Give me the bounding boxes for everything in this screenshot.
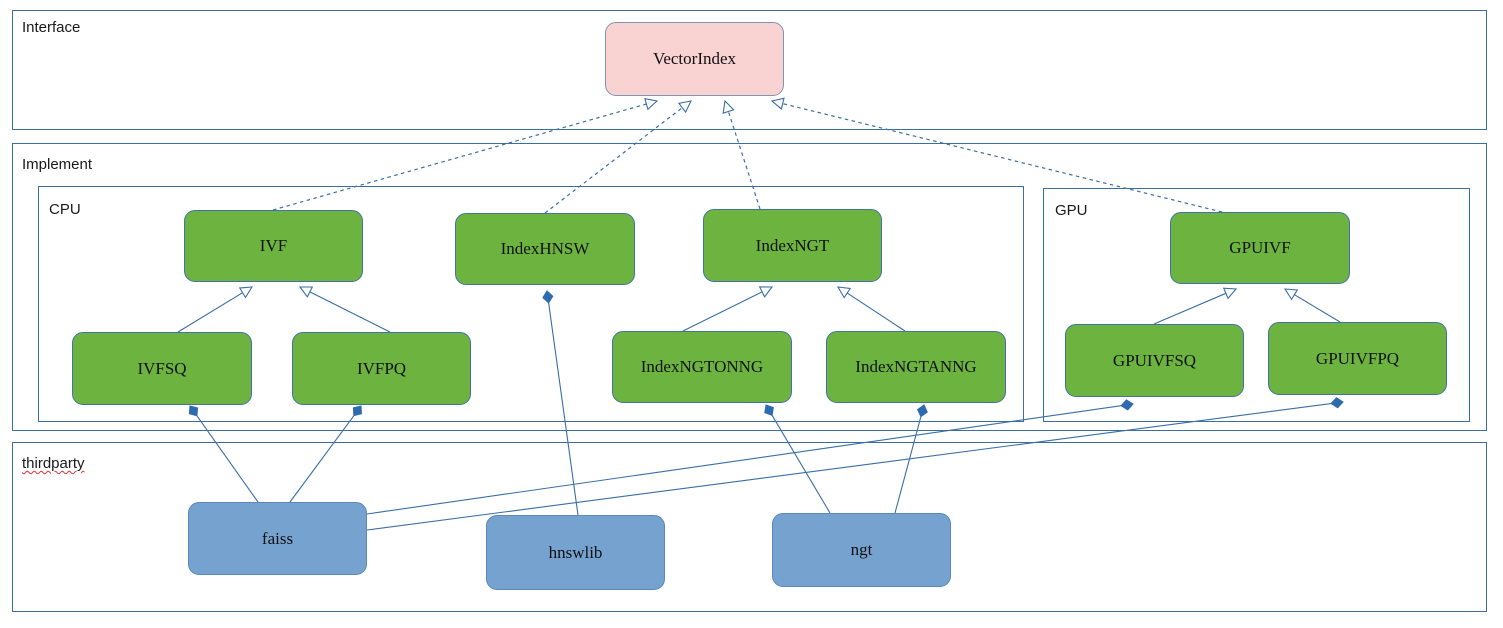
class-node-label: VectorIndex [652,49,737,68]
class-node-hnswlib[interactable]: hnswlib [486,515,665,590]
class-node-label: IVFSQ [137,358,187,378]
class-node-label: hnswlib [548,542,603,562]
class-node-ivf[interactable]: IVF [184,210,363,282]
class-node-ivfsq[interactable]: IVFSQ [72,332,252,405]
class-node-label: IndexNGTONNG [640,357,764,376]
class-node-indexhnsw[interactable]: IndexHNSW [455,213,635,285]
class-node-label: GPUIVF [1229,238,1291,257]
class-node-vectorindex[interactable]: VectorIndex [605,22,784,96]
class-node-gpuivf[interactable]: GPUIVF [1170,212,1350,284]
container-label-interface: Interface [22,19,81,36]
class-node-gpuivfpq[interactable]: GPUIVFPQ [1268,322,1447,395]
class-node-label: ngt [850,540,873,559]
class-node-faiss[interactable]: faiss [188,502,367,575]
class-node-label: IndexNGTANNG [855,357,977,376]
class-node-label: faiss [261,528,294,548]
container-label-implement: Implement [22,156,93,173]
class-node-label: GPUIVFPQ [1315,348,1400,368]
container-label-gpu: GPU [1055,202,1088,219]
class-node-indexngtonng[interactable]: IndexNGTONNG [612,331,792,403]
class-node-gpuivfsq[interactable]: GPUIVFSQ [1065,324,1244,397]
class-node-indexngt[interactable]: IndexNGT [703,209,882,282]
class-node-label: IndexHNSW [500,239,590,258]
class-node-ivfpq[interactable]: IVFPQ [292,332,471,405]
container-label-thirdparty: thirdparty [22,455,85,472]
class-node-label: IndexNGT [755,235,830,255]
class-node-label: IVFPQ [356,358,407,378]
class-node-ngt[interactable]: ngt [772,513,951,587]
class-node-label: IVF [259,236,288,255]
class-node-label: GPUIVFSQ [1112,350,1197,370]
class-node-indexngtanng[interactable]: IndexNGTANNG [826,331,1006,403]
container-label-cpu: CPU [49,201,81,218]
